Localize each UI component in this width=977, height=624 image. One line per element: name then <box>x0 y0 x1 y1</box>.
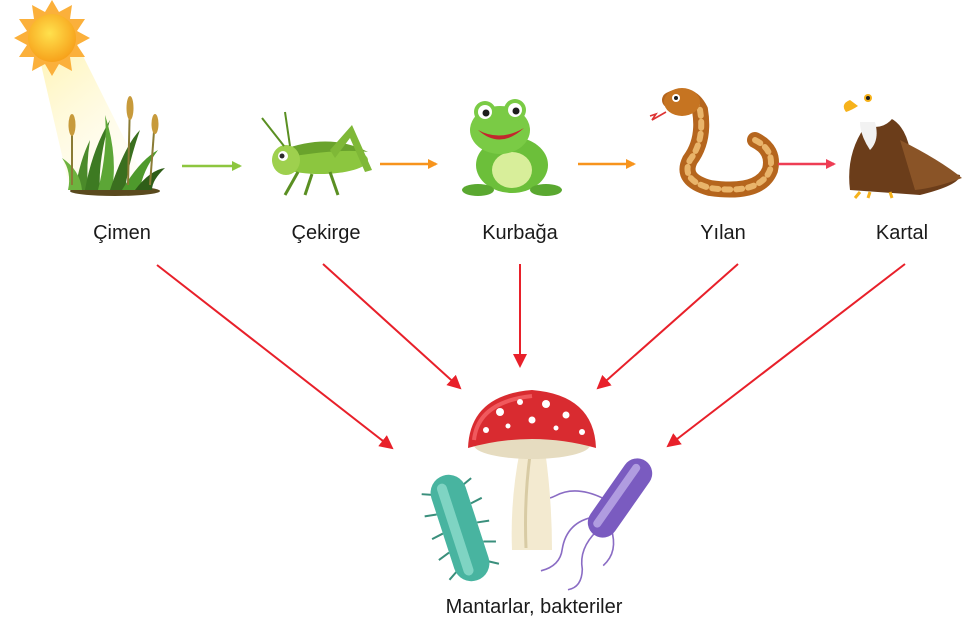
arrow-eagle-to-decomposers <box>668 264 905 446</box>
green-bacterium-icon <box>414 466 505 589</box>
label-frog: Kurbağa <box>482 222 558 245</box>
label-eagle: Kartal <box>876 222 928 245</box>
arrow-grass-to-decomposers <box>157 265 392 448</box>
snake-icon <box>650 88 771 190</box>
eagle-icon <box>844 83 962 198</box>
grasshopper-icon <box>262 112 372 195</box>
label-grass: Çimen <box>93 222 151 245</box>
label-decomposers: Mantarlar, bakteriler <box>446 596 623 619</box>
frog-icon <box>462 99 562 196</box>
arrow-grasshopper-to-decomposers <box>323 264 460 388</box>
arrow-snake-to-decomposers <box>598 264 738 388</box>
label-snake: Yılan <box>700 222 746 245</box>
label-grasshopper: Çekirge <box>292 222 361 245</box>
mushroom-icon <box>468 390 596 550</box>
